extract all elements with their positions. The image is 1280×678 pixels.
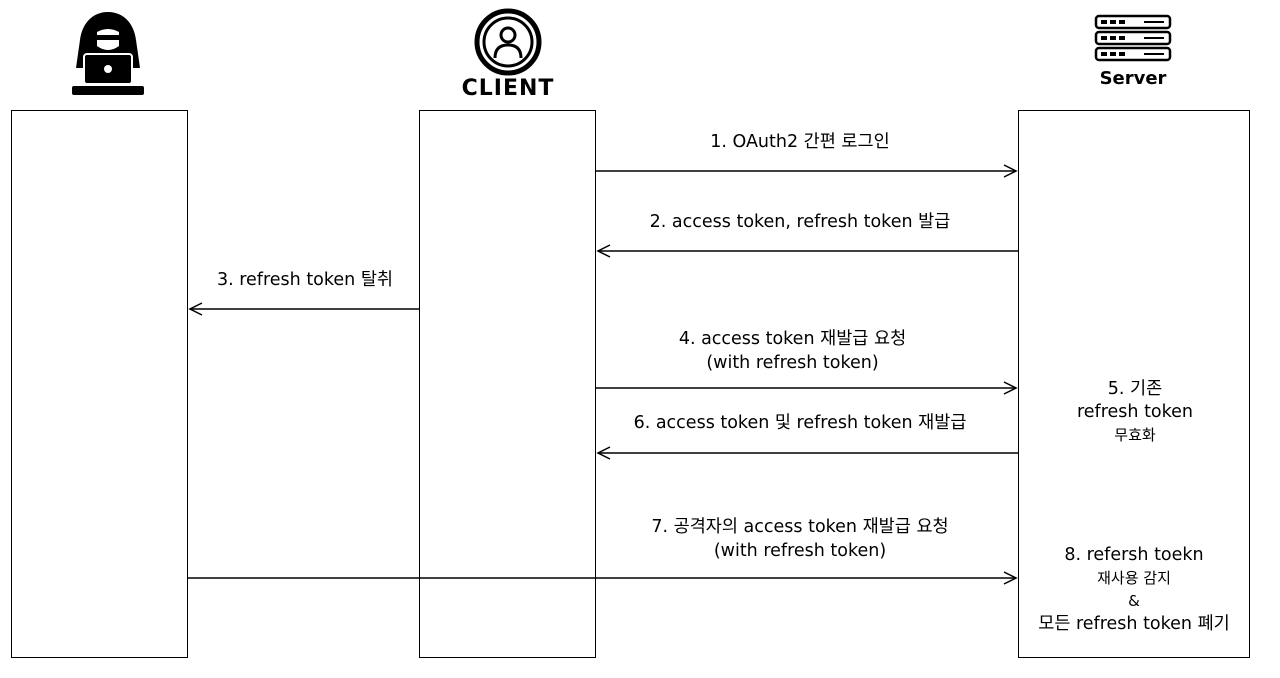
message-1-label: 1. OAuth2 간편 로그인 xyxy=(710,132,890,152)
hacker-icon xyxy=(72,12,144,95)
note-5-line3: 무효화 xyxy=(1114,426,1156,444)
note-8-line4: 모든 refresh token 폐기 xyxy=(1038,614,1230,634)
message-7-label-line1: 7. 공격자의 access token 재발급 요청 xyxy=(651,517,949,537)
message-3-label: 3. refresh token 탈취 xyxy=(216,270,394,290)
user-circle-icon xyxy=(474,8,542,76)
server-rack-icon xyxy=(1094,14,1172,62)
note-8: 8. refersh toekn 재사용 감지 & 모든 refresh tok… xyxy=(1020,544,1248,636)
client-lifeline xyxy=(419,110,596,658)
note-8-line3: & xyxy=(1128,592,1140,610)
message-7-label-line2: (with refresh token) xyxy=(713,541,887,561)
note-5-line1: 5. 기존 xyxy=(1107,379,1163,399)
note-8-line1: 8. refersh toekn xyxy=(1064,545,1204,565)
client-label: CLIENT xyxy=(461,76,555,101)
server-lifeline xyxy=(1018,110,1250,658)
message-2-label: 2. access token, refresh token 발급 xyxy=(649,212,951,232)
message-4-label-line2: (with refresh token) xyxy=(706,353,879,373)
note-5-line2: refresh token xyxy=(1076,402,1194,422)
attacker-lifeline xyxy=(11,110,188,658)
server-label: Server xyxy=(1099,68,1167,89)
message-4-label-line1: 4. access token 재발급 요청 xyxy=(678,329,907,349)
note-5: 5. 기존 refresh token 무효화 xyxy=(1040,378,1230,447)
message-6-label: 6. access token 및 refresh token 재발급 xyxy=(633,413,967,433)
note-8-line2: 재사용 감지 xyxy=(1097,569,1171,587)
